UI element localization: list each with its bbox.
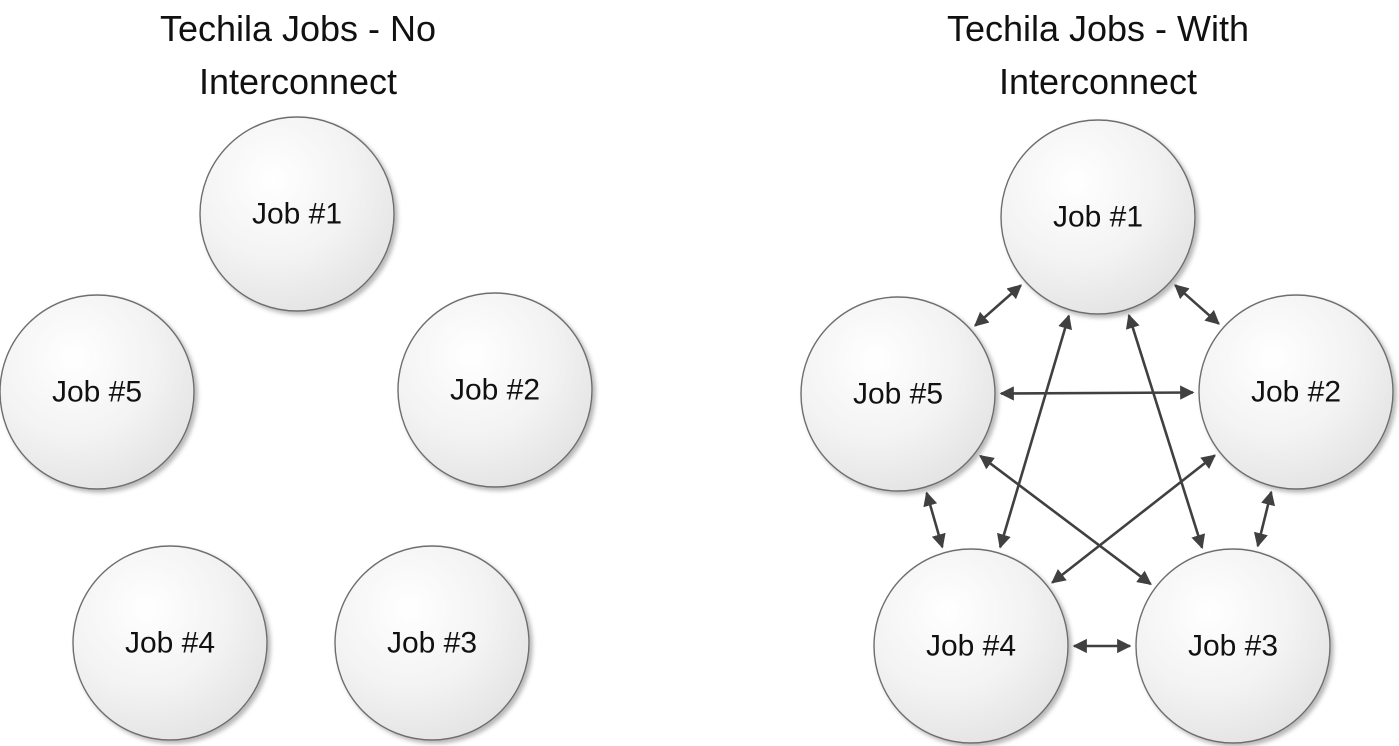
job-node-label: Job #2 xyxy=(450,374,540,407)
diagram-title-no-interconnect: Techila Jobs - No Interconnect xyxy=(88,2,508,108)
node-layer: Job #1 Job #2 Job #3 Job #4 Job #5 xyxy=(0,116,593,741)
connector-job-1-to-job-5 xyxy=(974,284,1022,327)
connector-job-1-to-job-4 xyxy=(997,314,1072,549)
job-node-job-3: Job #3 xyxy=(334,545,530,741)
job-node-label: Job #4 xyxy=(926,630,1016,663)
title-line-2: Interconnect xyxy=(998,61,1198,102)
job-node-label: Job #3 xyxy=(1188,630,1278,663)
connector-job-2-to-job-3 xyxy=(1253,490,1276,548)
job-node-circle xyxy=(800,296,996,492)
job-node-job-3: Job #3 xyxy=(1135,548,1331,744)
job-node-job-4: Job #4 xyxy=(873,548,1069,744)
job-node-label: Job #2 xyxy=(1251,376,1341,409)
job-node-label: Job #1 xyxy=(1053,201,1143,234)
job-node-job-1: Job #1 xyxy=(1000,119,1196,315)
job-node-job-5: Job #5 xyxy=(800,296,996,492)
job-node-label: Job #5 xyxy=(52,376,142,409)
job-node-job-2: Job #2 xyxy=(397,292,593,488)
diagram-with-interconnect: Job #1 Job #2 Job #3 Job #4 Job #5 xyxy=(800,119,1394,744)
job-node-circle xyxy=(1135,548,1331,744)
node-layer: Job #1 Job #2 Job #3 Job #4 Job #5 xyxy=(800,119,1394,744)
job-node-label: Job #4 xyxy=(125,627,215,660)
connector-job-4-to-job-5 xyxy=(923,491,946,549)
job-node-circle xyxy=(199,116,395,312)
job-node-circle xyxy=(0,294,195,490)
job-node-label: Job #1 xyxy=(252,198,342,231)
job-node-job-4: Job #4 xyxy=(72,545,268,741)
connector-job-1-to-job-2 xyxy=(1174,284,1220,325)
job-node-job-2: Job #2 xyxy=(1198,294,1394,490)
connection-layer xyxy=(923,284,1276,654)
job-node-circle xyxy=(873,548,1069,744)
job-node-circle xyxy=(72,545,268,741)
job-node-circle xyxy=(334,545,530,741)
job-node-circle xyxy=(1000,119,1196,315)
job-node-circle xyxy=(397,292,593,488)
job-node-job-5: Job #5 xyxy=(0,294,195,490)
job-node-circle xyxy=(1198,294,1394,490)
job-node-label: Job #3 xyxy=(387,627,477,660)
title-line-1: Techila Jobs - No xyxy=(159,8,437,49)
connector-job-2-to-job-5 xyxy=(999,385,1195,401)
title-line-1: Techila Jobs - With xyxy=(946,8,1250,49)
connector-job-3-to-job-5 xyxy=(979,454,1152,586)
title-line-2: Interconnect xyxy=(198,61,398,102)
job-node-label: Job #5 xyxy=(853,378,943,411)
diagram-no-interconnect: Job #1 Job #2 Job #3 Job #4 Job #5 xyxy=(0,116,593,741)
job-node-job-1: Job #1 xyxy=(199,116,395,312)
